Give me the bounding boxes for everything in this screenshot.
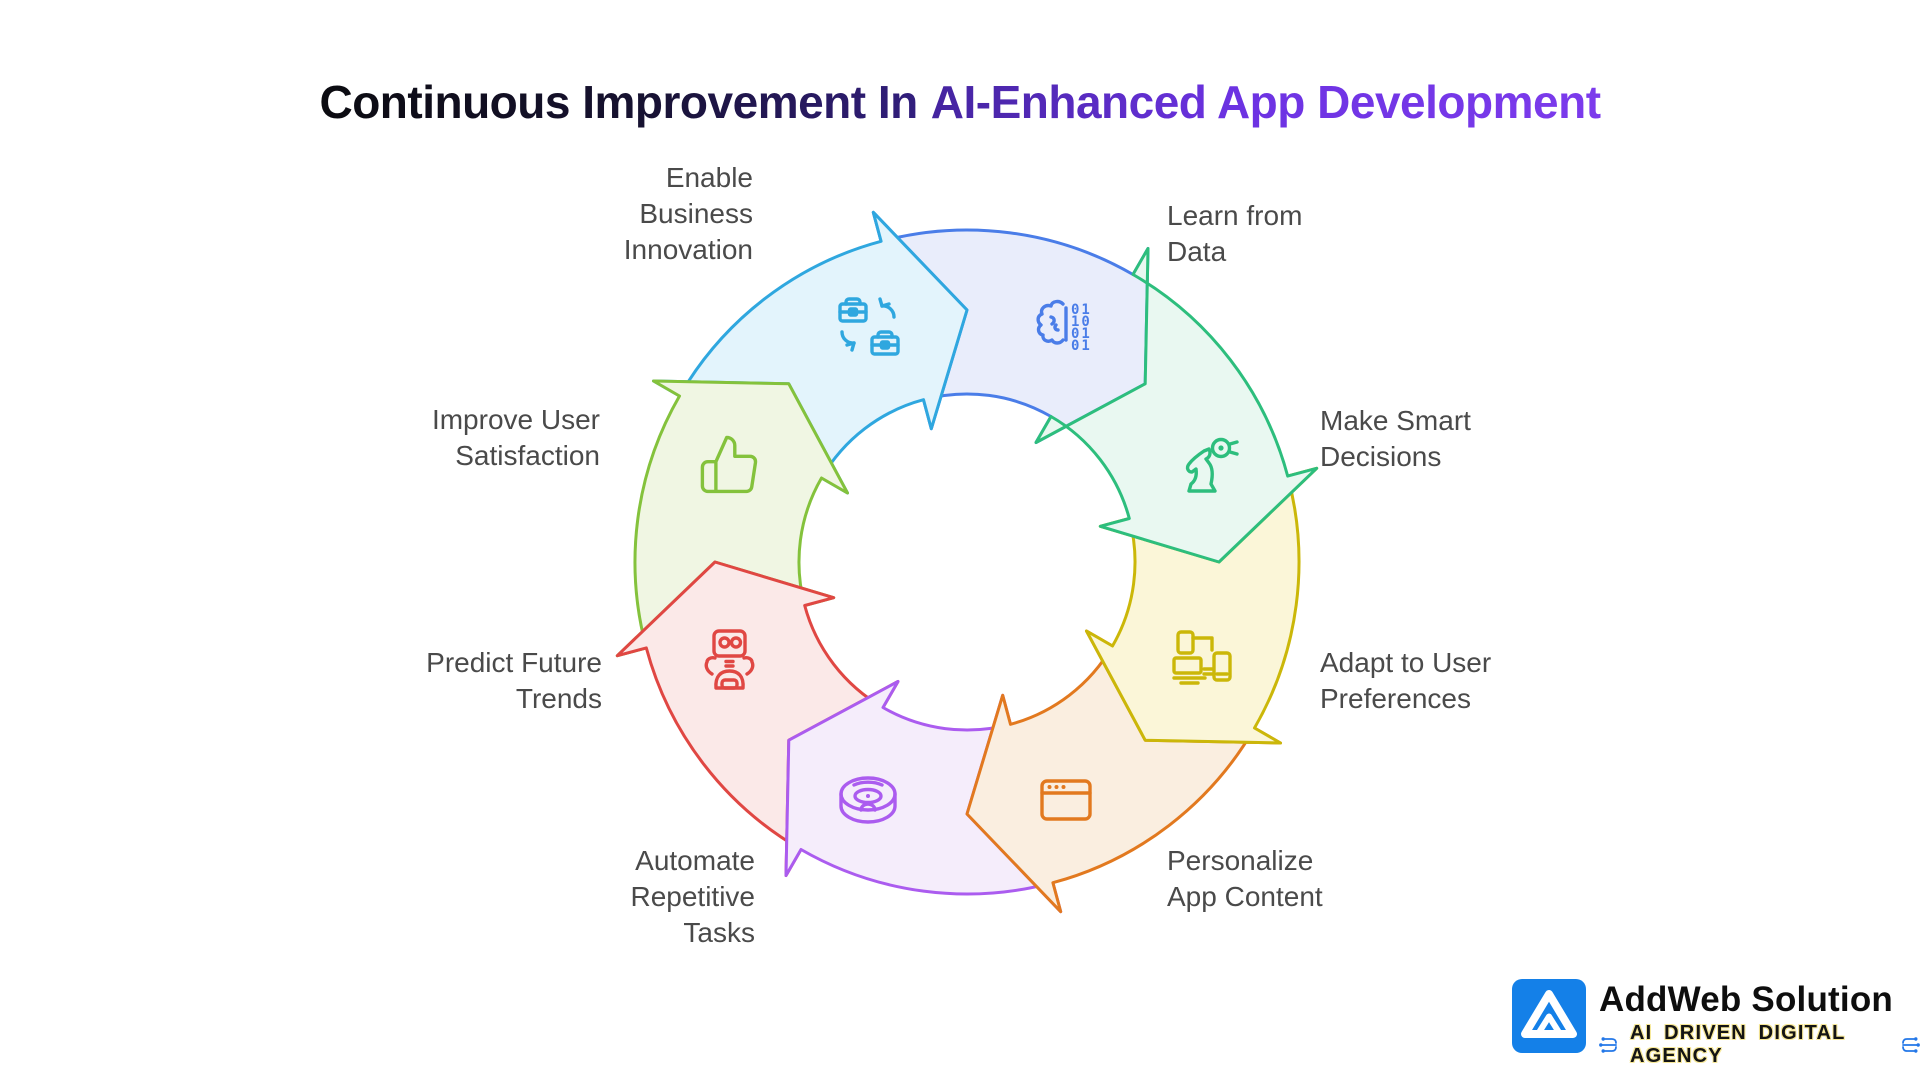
brain-binary-icon: 01 10 01 01: [1036, 299, 1092, 354]
chess-knight-icon: [1185, 437, 1239, 493]
browser-window-icon: [1040, 779, 1092, 821]
logo-company-name: AddWeb Solution: [1599, 980, 1893, 1019]
page-title-purple: AI-Enhanced App Development: [930, 75, 1601, 128]
circuit-right-icon: [1902, 1037, 1920, 1053]
label-personalize-app-content: Personalize App Content: [1167, 845, 1323, 912]
adapt-to-user-preferences-arrow: [1085, 466, 1319, 745]
svg-text:10: 10: [1071, 314, 1092, 330]
svg-text:01: 01: [1071, 338, 1092, 354]
page-title-dark: Continuous Improvement In: [319, 75, 918, 128]
devices-icon: [1172, 630, 1232, 685]
robot-icon: [704, 629, 755, 690]
logo-tagline: AI DRIVEN DIGITAL AGENCY: [1630, 1022, 1846, 1067]
label-predict-future-trends: Predict Future Trends: [426, 647, 602, 714]
label-enable-business-innovation: Enable Business Innovation: [623, 162, 753, 265]
addweb-logo: AddWeb Solution AI DRIVEN DIGITAL AGENCY: [1512, 979, 1920, 1068]
predict-future-trends-arrow: [615, 560, 900, 877]
improve-user-satisfaction-arrow: [615, 379, 849, 658]
circuit-left-icon: [1599, 1037, 1617, 1053]
cycle-arrows: [615, 210, 1319, 914]
label-make-smart-decisions: Make Smart Decisions: [1320, 405, 1471, 472]
label-improve-user-satisfaction: Improve User Satisfaction: [431, 404, 600, 471]
thumbs-up-icon: [700, 435, 758, 494]
make-smart-decisions-arrow: [1034, 247, 1319, 564]
label-automate-repetitive-tasks: Automate Repetitive Tasks: [630, 845, 755, 948]
briefcase-sync-icon: [838, 297, 900, 356]
label-adapt-to-user-preferences: Adapt to User Preferences: [1320, 647, 1492, 714]
svg-text:01: 01: [1071, 326, 1092, 342]
automate-repetitive-tasks-arrow: [784, 680, 1063, 914]
enable-business-innovation-arrow: [652, 210, 969, 495]
robot-vacuum-icon: [839, 776, 897, 824]
personalize-app-content-arrow: [965, 629, 1282, 914]
svg-text:01: 01: [1071, 302, 1092, 318]
label-learn-from-data: Learn from Data: [1167, 200, 1303, 267]
addweb-logo-icon: [1512, 979, 1586, 1053]
